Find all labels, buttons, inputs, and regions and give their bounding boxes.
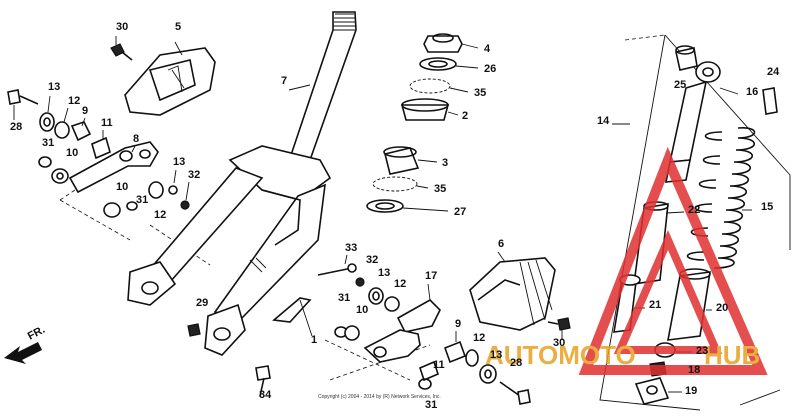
steering-fork	[127, 11, 357, 356]
callout-c14: 14	[597, 115, 610, 127]
callout-c21: 21	[649, 299, 661, 311]
callout-c31d: 31	[425, 399, 437, 411]
direction-label: FR.	[26, 324, 47, 343]
right-linkage	[187, 254, 531, 405]
callout-c12a: 12	[68, 95, 80, 107]
callout-c11b: 11	[433, 359, 445, 371]
callout-c7: 7	[281, 75, 287, 87]
watermark-text-left: AUTOMOTO	[485, 340, 636, 370]
callout-c10b: 10	[116, 181, 128, 193]
watermark-text-right: HUB	[704, 340, 760, 370]
cover-5	[124, 41, 216, 116]
callout-c2: 2	[462, 110, 468, 122]
bearing-stack	[366, 33, 479, 213]
callout-c30b: 30	[553, 337, 565, 349]
callout-c31b: 31	[136, 194, 148, 206]
callout-c13a: 13	[48, 81, 60, 93]
watermark: AUTOMOTO HUB	[485, 146, 768, 375]
bolt-30-right	[547, 317, 571, 340]
callout-c6: 6	[498, 238, 504, 250]
callout-c29: 29	[196, 297, 208, 309]
callout-c15: 15	[761, 201, 773, 213]
callout-c34: 34	[259, 389, 272, 401]
callout-c11a: 11	[101, 117, 113, 129]
cover-6	[469, 251, 556, 331]
callout-c22: 22	[688, 204, 700, 216]
callout-c5: 5	[175, 21, 181, 33]
callout-c35b: 35	[434, 183, 446, 195]
callout-c32a: 32	[188, 169, 200, 181]
callout-c13c: 13	[378, 267, 390, 279]
spring-15	[686, 127, 756, 269]
callout-c10c: 10	[356, 304, 368, 316]
callout-c12d: 12	[473, 332, 485, 344]
callout-c16: 16	[746, 86, 758, 98]
callout-c9a: 9	[82, 105, 88, 117]
callout-c19: 19	[685, 385, 697, 397]
callout-c27: 27	[454, 206, 466, 218]
callout-c28a: 28	[10, 121, 22, 133]
callout-c35a: 35	[474, 87, 486, 99]
callout-c23: 23	[696, 345, 708, 357]
callout-c33: 33	[345, 242, 357, 254]
stem-threads	[333, 13, 355, 31]
callout-c26: 26	[484, 63, 496, 75]
callout-c17: 17	[425, 270, 437, 282]
callout-c12c: 12	[394, 278, 406, 290]
callout-c24: 24	[767, 66, 780, 78]
left-linkage	[7, 89, 190, 218]
callout-c4: 4	[484, 43, 491, 55]
callout-c13d: 13	[490, 349, 502, 361]
callout-c3: 3	[442, 157, 448, 169]
callout-c18: 18	[688, 364, 700, 376]
bolt-30-top	[110, 36, 133, 61]
callout-c9b: 9	[455, 318, 461, 330]
callout-c28b: 28	[510, 357, 522, 369]
callout-c13b: 13	[173, 156, 185, 168]
callout-c8: 8	[133, 133, 139, 145]
callout-c12b: 12	[154, 209, 166, 221]
callout-c25: 25	[674, 79, 686, 91]
callout-c32b: 32	[366, 254, 378, 266]
callout-c31c: 31	[338, 292, 350, 304]
callout-c10a: 10	[66, 147, 78, 159]
callout-c20: 20	[716, 302, 728, 314]
callout-c1: 1	[311, 334, 317, 346]
front-direction-arrow: FR.	[4, 324, 47, 364]
callout-c30a: 30	[116, 21, 128, 33]
copyright-notice: Copyright (c) 2004 - 2014 by (R) Network…	[318, 394, 441, 400]
callout-c31a: 31	[42, 137, 54, 149]
